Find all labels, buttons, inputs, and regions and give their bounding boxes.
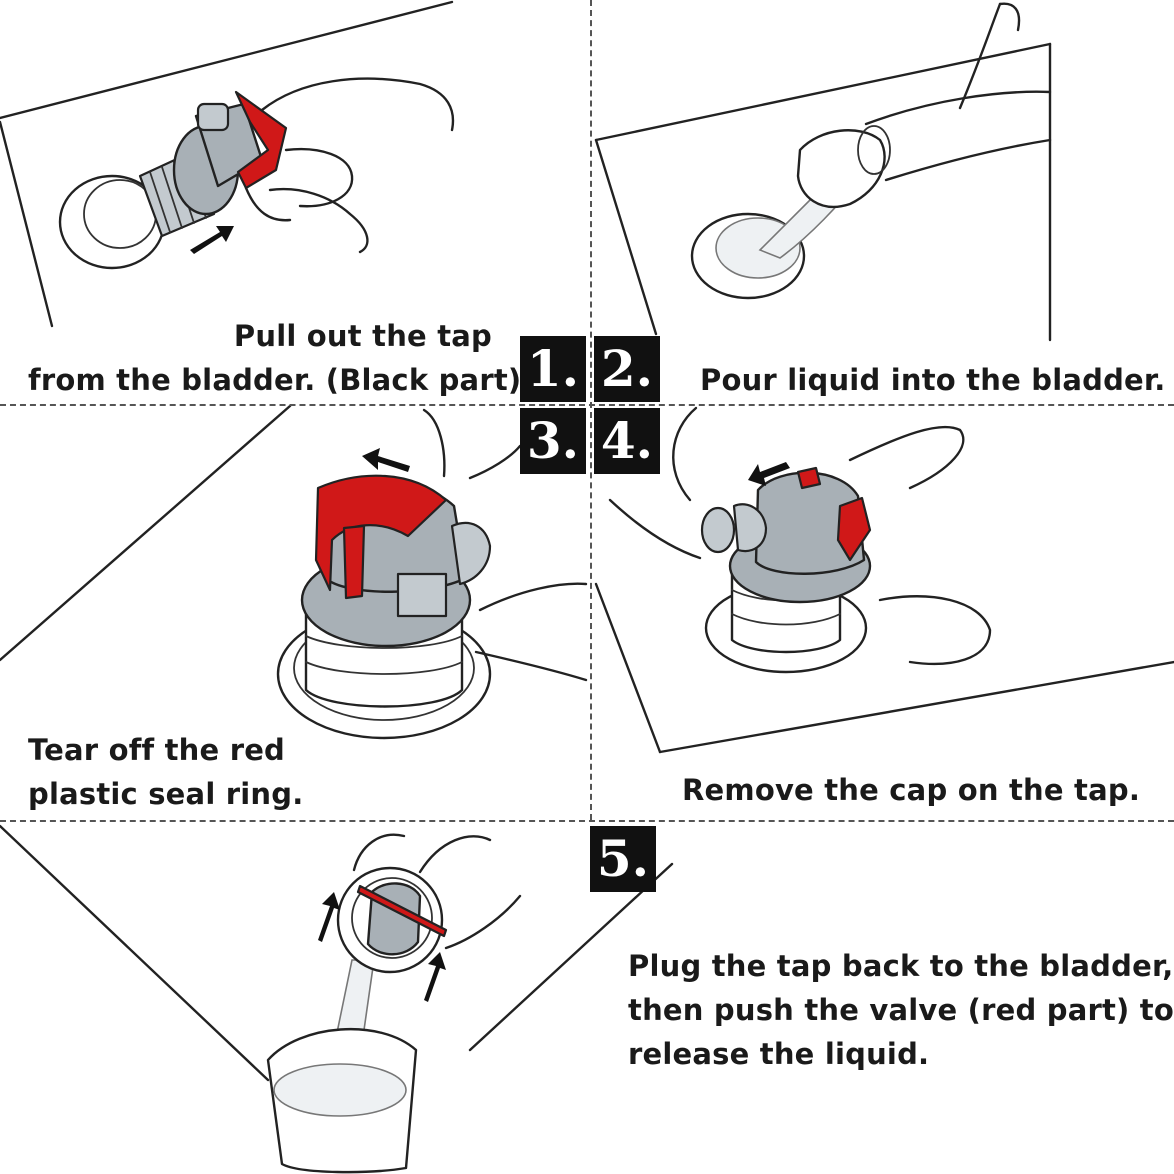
step2-illustration: [594, 2, 1052, 342]
step1-caption-line1: Pull out the tap: [233, 319, 492, 353]
step3-illustration: [0, 404, 588, 740]
step1-caption-line2: from the bladder. (Black part): [28, 363, 522, 397]
divider-row1: [0, 404, 1174, 406]
step5-illustration: [0, 824, 674, 1174]
step2-caption-line1: Pour liquid into the bladder.: [700, 363, 1166, 397]
step3-caption: Tear off the red plastic seal ring.: [28, 728, 303, 816]
step-number-2: 2.: [594, 336, 660, 402]
step1-illustration: [0, 0, 455, 328]
step-number-3: 3.: [520, 408, 586, 474]
step4-caption: Remove the cap on the tap.: [682, 768, 1140, 812]
step4-caption-line1: Remove the cap on the tap.: [682, 773, 1141, 807]
step4-illustration: [594, 406, 1174, 754]
step-number-1: 1.: [520, 336, 586, 402]
step2-caption: Pour liquid into the bladder.: [700, 358, 1165, 402]
divider-row2: [0, 820, 1174, 822]
step3-caption-line2: plastic seal ring.: [28, 777, 304, 811]
step5-caption-line3: release the liquid.: [628, 1037, 930, 1071]
step5-caption: Plug the tap back to the bladder, then p…: [628, 944, 1174, 1076]
step1-caption: Pull out the tap from the bladder. (Blac…: [28, 314, 522, 402]
step5-caption-line1: Plug the tap back to the bladder,: [628, 949, 1174, 983]
step5-caption-line2: then push the valve (red part) to: [628, 993, 1174, 1027]
divider-center: [590, 0, 592, 820]
step-number-4: 4.: [594, 408, 660, 474]
step-number-5: 5.: [590, 826, 656, 892]
step3-caption-line1: Tear off the red: [28, 733, 286, 767]
